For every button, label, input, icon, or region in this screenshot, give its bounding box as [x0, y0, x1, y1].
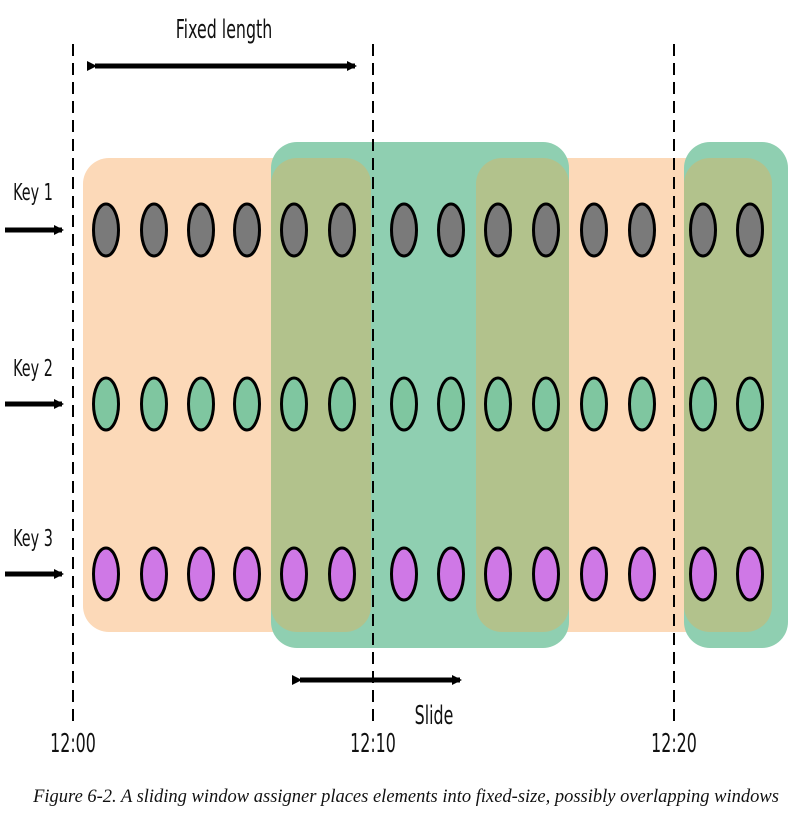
time-label-1200: 12:00 — [50, 729, 96, 759]
element-key1-7 — [390, 202, 418, 258]
element-key2-3 — [187, 376, 215, 432]
element-key2-10 — [532, 376, 560, 432]
element-key2-11 — [580, 376, 608, 432]
slide-dimension: Slide — [292, 675, 462, 731]
element-key2-13 — [689, 376, 717, 432]
element-key1-12 — [628, 202, 656, 258]
element-key1-1 — [92, 202, 120, 258]
time-labels: 12:00 12:10 12:20 — [50, 729, 697, 759]
element-key3-4 — [233, 546, 261, 602]
element-key1-14 — [736, 202, 764, 258]
fixed-length-dimension: Fixed length — [87, 15, 357, 71]
window-overlap-1 — [271, 158, 371, 632]
element-key1-13 — [689, 202, 717, 258]
element-key3-9 — [484, 546, 512, 602]
key-label: Key 2 — [13, 354, 53, 382]
key-row-2: Key 2 — [5, 354, 64, 409]
element-key1-3 — [187, 202, 215, 258]
element-key3-3 — [187, 546, 215, 602]
element-key1-6 — [328, 202, 356, 258]
elements-layer — [92, 202, 764, 602]
time-label-1220: 12:20 — [651, 729, 697, 759]
element-key3-10 — [532, 546, 560, 602]
key-row-1: Key 1 — [5, 178, 64, 235]
fixed-length-label: Fixed length — [176, 15, 273, 45]
window-overlap-2 — [476, 158, 569, 632]
window-overlap-3 — [684, 158, 772, 632]
element-key2-9 — [484, 376, 512, 432]
element-key1-10 — [532, 202, 560, 258]
element-key1-8 — [437, 202, 465, 258]
element-key1-9 — [484, 202, 512, 258]
figure-caption: Figure 6-2. A sliding window assigner pl… — [33, 787, 779, 807]
element-key3-6 — [328, 546, 356, 602]
slide-label: Slide — [415, 701, 454, 731]
windows-layer — [83, 142, 788, 648]
element-key3-2 — [140, 546, 168, 602]
key-label: Key 3 — [13, 524, 53, 552]
sliding-window-diagram: Key 1 Key 2 Key 3 Fixed length Slide 12:… — [5, 15, 788, 759]
element-key3-5 — [280, 546, 308, 602]
element-key2-4 — [233, 376, 261, 432]
element-key2-5 — [280, 376, 308, 432]
element-key2-12 — [628, 376, 656, 432]
element-key2-6 — [328, 376, 356, 432]
element-key2-8 — [437, 376, 465, 432]
element-key3-7 — [390, 546, 418, 602]
element-key2-7 — [390, 376, 418, 432]
element-key3-8 — [437, 546, 465, 602]
element-key1-2 — [140, 202, 168, 258]
element-key1-5 — [280, 202, 308, 258]
time-label-1210: 12:10 — [350, 729, 396, 759]
key-label: Key 1 — [13, 178, 53, 206]
key-row-3: Key 3 — [5, 524, 64, 579]
element-key3-12 — [628, 546, 656, 602]
element-key2-2 — [140, 376, 168, 432]
element-key2-14 — [736, 376, 764, 432]
element-key1-11 — [580, 202, 608, 258]
element-key2-1 — [92, 376, 120, 432]
element-key3-14 — [736, 546, 764, 602]
element-key3-1 — [92, 546, 120, 602]
element-key3-13 — [689, 546, 717, 602]
element-key1-4 — [233, 202, 261, 258]
element-key3-11 — [580, 546, 608, 602]
